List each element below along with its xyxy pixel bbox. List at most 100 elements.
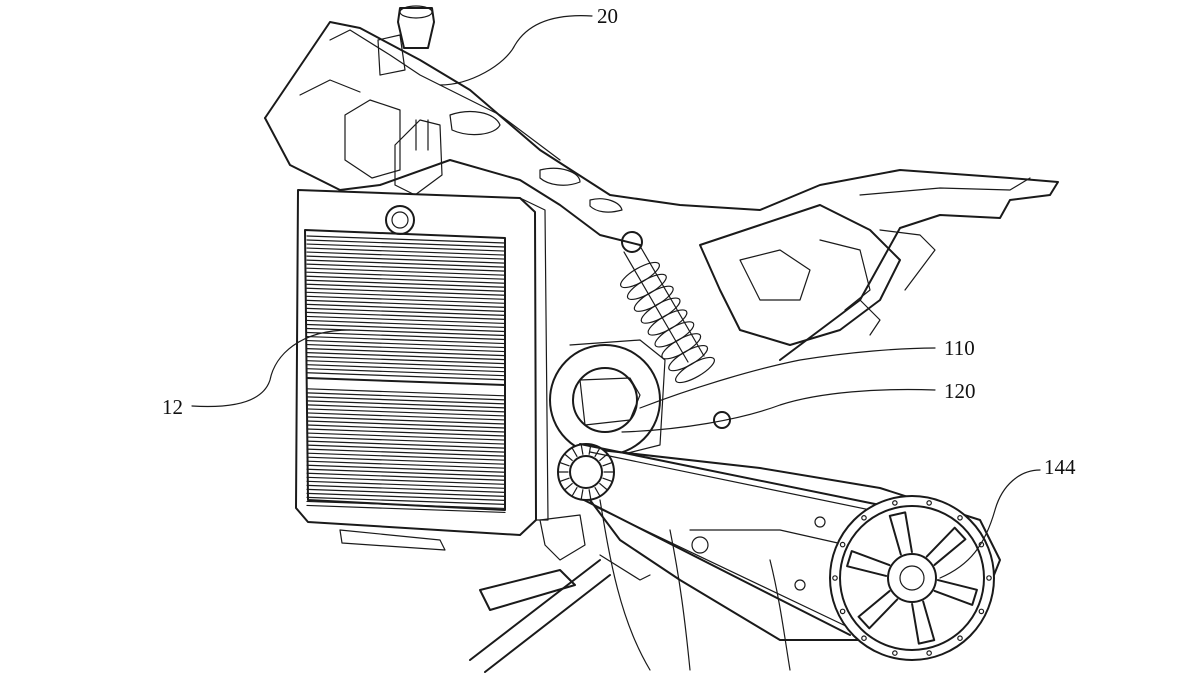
sprocket-tooth — [599, 482, 608, 490]
radiator-fin — [306, 496, 506, 506]
sprocket-tooth — [594, 486, 601, 496]
pulley-bolt — [832, 575, 838, 581]
radiator-fin — [306, 404, 506, 413]
radiator-fin — [306, 488, 506, 497]
radiator-fin — [306, 440, 506, 449]
pulley-bolt — [892, 650, 898, 656]
radiator-fin — [306, 259, 506, 268]
radiator-fin — [306, 504, 506, 514]
sprocket-tooth — [580, 489, 584, 500]
radiator-fin — [306, 243, 506, 252]
sprocket-tooth — [571, 486, 578, 496]
pulley-bolt — [861, 635, 867, 642]
radiator-fin — [306, 263, 506, 272]
leader-lines — [191, 15, 1041, 671]
radiator-fin — [306, 372, 506, 381]
rear-wheel-pulley — [829, 495, 995, 661]
radiator-fin — [306, 424, 506, 433]
radiator-fin — [306, 327, 506, 337]
radiator-fin — [306, 299, 506, 308]
pulley-spoke — [933, 579, 978, 606]
leader-lower-2 — [669, 529, 691, 671]
radiator-fin — [306, 331, 506, 341]
sprocket-tooth — [580, 444, 584, 455]
radiator-fin — [306, 396, 506, 405]
radiator-fin — [306, 416, 506, 425]
radiator-fin — [306, 392, 506, 401]
radiator-fin — [306, 448, 506, 457]
radiator-fin — [306, 343, 506, 353]
sprocket-tooth — [602, 477, 612, 482]
radiator-fin — [306, 283, 506, 292]
radiator-fin — [306, 307, 506, 316]
sprocket-tooth — [564, 482, 573, 490]
radiator-fin — [306, 279, 506, 288]
label-20: 20 — [597, 4, 618, 28]
pulley-bolt — [957, 514, 963, 521]
radiator-fin — [306, 452, 506, 461]
radiator-fin — [306, 480, 506, 489]
radiator-fin — [306, 295, 506, 304]
label-12: 12 — [162, 395, 183, 419]
pulley-bolt — [892, 500, 898, 506]
radiator-fin — [306, 319, 506, 329]
leader-20 — [439, 15, 593, 86]
pulley-bolt — [926, 500, 932, 506]
radiator-fin — [306, 271, 506, 280]
leader-120 — [621, 388, 936, 433]
radiator-fin — [306, 348, 506, 357]
pulley-bolt — [861, 514, 867, 521]
filler-fitting — [377, 5, 443, 196]
motor-housing — [549, 339, 666, 456]
radiator-fin — [306, 247, 506, 256]
radiator-fin — [306, 436, 506, 445]
radiator-fin — [306, 239, 506, 248]
radiator-fin — [306, 492, 506, 501]
radiator-fin — [306, 388, 506, 397]
radiator-fin — [306, 432, 506, 441]
drive-sprocket — [557, 443, 615, 501]
radiator-fin — [306, 364, 506, 373]
pulley-bolt — [839, 608, 846, 615]
leader-144 — [939, 469, 1041, 579]
radiator-fin — [306, 303, 506, 312]
pulley-spoke — [888, 511, 913, 556]
sprocket-tooth — [560, 462, 570, 467]
radiator-fin — [306, 356, 506, 365]
rear-subframe — [699, 204, 936, 346]
radiator-fin — [306, 420, 506, 429]
radiator-fin — [306, 352, 506, 361]
sprocket-tooth — [560, 477, 570, 482]
sprocket-tooth — [564, 454, 573, 462]
sprocket-tooth — [594, 448, 601, 458]
radiator-fin — [306, 464, 506, 473]
radiator-fin — [306, 267, 506, 276]
radiator-fin — [306, 311, 506, 321]
lower-strut — [469, 514, 651, 673]
radiator-fin — [306, 339, 506, 349]
radiator-fin — [306, 408, 506, 417]
leader-lower-3 — [769, 559, 791, 671]
radiator-fin — [306, 400, 506, 409]
pulley-bolt — [986, 575, 992, 581]
pulley-bolt — [957, 635, 963, 642]
radiator-fin — [306, 476, 506, 485]
radiator-fin — [306, 428, 506, 437]
pulley-spoke — [846, 550, 891, 577]
radiator-fin — [306, 315, 506, 325]
pulley-bolt — [978, 608, 985, 615]
radiator-fin — [306, 251, 506, 260]
drive-belt — [579, 443, 881, 636]
main-frame — [264, 21, 1059, 361]
radiator-fin — [306, 287, 506, 296]
leader-110 — [639, 347, 936, 409]
radiator-fin — [306, 275, 506, 284]
radiator-fin — [306, 368, 506, 377]
pulley-bolt — [839, 541, 846, 548]
sprocket-tooth — [602, 462, 612, 467]
pulley-spoke — [925, 526, 967, 566]
radiator-fin — [306, 460, 506, 469]
label-110: 110 — [944, 336, 975, 360]
radiator-fin — [306, 500, 506, 510]
